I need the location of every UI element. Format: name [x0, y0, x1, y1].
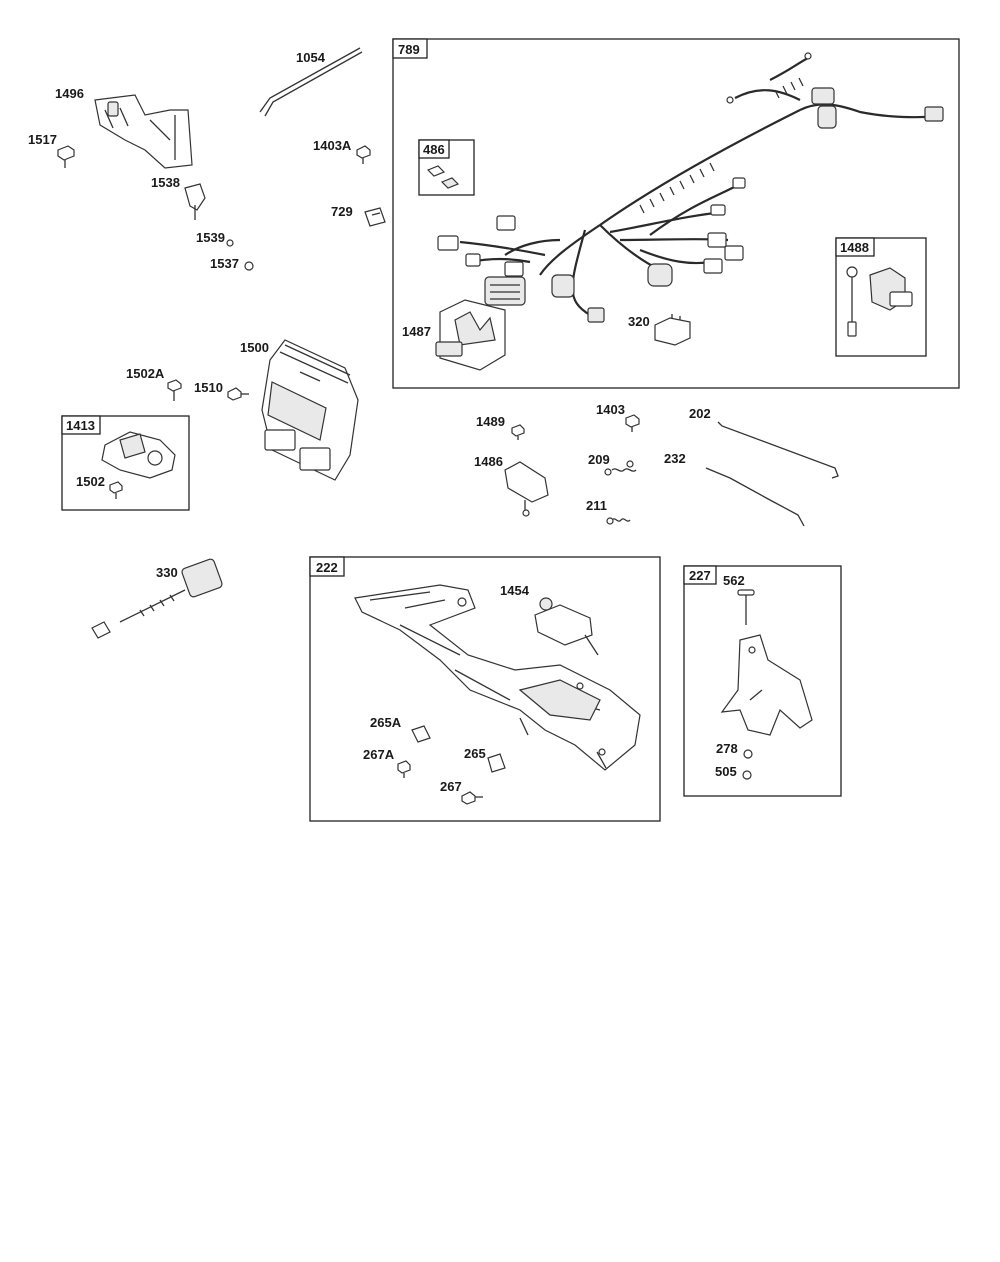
tag-1413: [61, 415, 101, 435]
screw-1489: [511, 424, 525, 440]
nut-505: [742, 770, 752, 780]
spring-link-232: [705, 467, 805, 527]
bracket-1496: [94, 94, 193, 169]
label-486: 486: [423, 142, 445, 157]
oxygen-sensor-330: [91, 558, 223, 639]
rod-202: [717, 421, 839, 479]
callout-1517: 1517: [28, 132, 57, 147]
ecu-bracket-1487: [435, 299, 506, 371]
callout-330: 330: [156, 565, 178, 580]
callout-1489: 1489: [476, 414, 505, 429]
label-222: 222: [316, 560, 338, 575]
callout-1403A: 1403A: [313, 138, 352, 153]
fuse-clips: [426, 165, 460, 189]
connector-kit-1488: [846, 266, 913, 337]
label-227: 227: [689, 568, 711, 583]
washer-1539: [226, 239, 234, 247]
screw-1502A: [167, 379, 182, 401]
wiring-harness: [437, 52, 944, 323]
ecu-module-1500: [261, 339, 359, 481]
control-bracket-222: [354, 584, 641, 771]
screw-1502: [109, 481, 123, 499]
frame-222: [309, 556, 661, 822]
callout-1539: 1539: [196, 230, 225, 245]
clip-729: [364, 207, 386, 227]
tag-227: [683, 565, 717, 585]
screw-1403: [625, 414, 640, 432]
group-227: 227 562 278 505: [683, 565, 842, 797]
frame-1488: [835, 237, 927, 357]
screw-1510: [227, 387, 249, 401]
bolt-562: [737, 589, 755, 625]
callout-1403: 1403: [596, 402, 625, 417]
group-789: 789: [392, 38, 960, 389]
callout-1486: 1486: [474, 454, 503, 469]
callout-1538: 1538: [151, 175, 180, 190]
callout-729: 729: [331, 204, 353, 219]
callout-1500: 1500: [240, 340, 269, 355]
tag-486: [418, 139, 450, 159]
spring-209: [604, 460, 637, 476]
sensor-assembly-1413: [101, 431, 176, 479]
label-789: 789: [398, 42, 420, 57]
screw-1517: [57, 145, 75, 168]
callout-1454: 1454: [500, 583, 530, 598]
frame-789: [392, 38, 960, 389]
tag-1488: [835, 237, 875, 257]
sensor-1486: [504, 461, 549, 517]
bracket-227: [720, 634, 813, 736]
stud-1538: [184, 183, 206, 220]
callout-232: 232: [664, 451, 686, 466]
callout-265: 265: [464, 746, 486, 761]
relay-320: [654, 314, 691, 346]
tie-strap-1054: [259, 47, 363, 117]
callout-1510: 1510: [194, 380, 223, 395]
callout-278: 278: [716, 741, 738, 756]
nut-1537: [244, 261, 254, 271]
callout-211: 211: [586, 498, 607, 513]
callout-1054: 1054: [296, 50, 326, 65]
callout-1487: 1487: [402, 324, 431, 339]
screw-1403A: [356, 145, 371, 164]
callout-267: 267: [440, 779, 462, 794]
callout-267A: 267A: [363, 747, 395, 762]
callout-1502A: 1502A: [126, 366, 165, 381]
group-1413: 1413 1502: [61, 415, 190, 511]
clip-265: [487, 753, 506, 773]
screw-267: [461, 791, 483, 805]
callout-1537: 1537: [210, 256, 239, 271]
callout-209: 209: [588, 452, 610, 467]
callout-1496: 1496: [55, 86, 84, 101]
tag-789: [392, 38, 428, 59]
callout-320: 320: [628, 314, 650, 329]
callout-562: 562: [723, 573, 745, 588]
clip-265A: [411, 725, 431, 743]
callout-505: 505: [715, 764, 737, 779]
callout-202: 202: [689, 406, 711, 421]
frame-1413: [61, 415, 190, 511]
frame-227: [683, 565, 842, 797]
callout-1502: 1502: [76, 474, 105, 489]
label-1413: 1413: [66, 418, 95, 433]
tag-222: [309, 556, 345, 577]
callout-265A: 265A: [370, 715, 402, 730]
group-222: 222 1454 265A 267A 265: [309, 556, 661, 822]
spring-211: [606, 517, 631, 525]
screw-267A: [397, 760, 411, 778]
label-1488: 1488: [840, 240, 869, 255]
governor-1454: [534, 597, 599, 656]
washer-278: [743, 749, 753, 759]
